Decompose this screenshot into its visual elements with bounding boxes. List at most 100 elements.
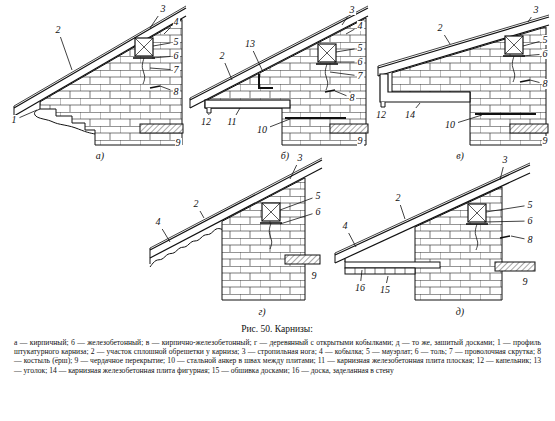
leader-lines [20,16,540,283]
callout-number: 3 [160,4,167,14]
wood-section [318,44,336,62]
leader-line [150,68,171,70]
drip [381,102,385,107]
rafter-line [335,165,530,255]
rafter-line [150,160,322,250]
leader-line [236,108,240,115]
mauerlat [468,204,486,222]
leader-line [152,56,171,58]
callout-number: 5 [357,43,364,53]
figure-title: Рис. 50. Карнизы: [241,324,313,334]
callout-number: 3 [502,155,509,165]
leader-line [150,16,158,28]
leader-line [458,115,482,123]
callout-number: 8 [349,93,356,103]
drip [207,108,211,113]
leader-line [336,49,355,52]
subfigure-letter: в) [455,151,465,161]
rafter-line [190,16,368,108]
board-sheathing [345,268,415,274]
callout-number: 8 [527,235,534,245]
rafter-line [14,6,186,106]
board-joint [365,268,366,274]
floor-slab [330,124,368,133]
subfigure-letter: б) [280,151,290,161]
callout-number: 5 [542,35,549,45]
rafter-end [335,253,336,263]
wood-section [505,36,523,54]
callout-number: 2 [193,199,200,209]
leader-line [208,114,209,115]
plaster-profile [34,109,95,134]
leader-line [500,167,503,180]
drawing-strokes [14,6,549,300]
spike [325,90,335,92]
steel-anchor [475,113,536,115]
callout-number: 7 [357,71,364,81]
callout-number: 3 [349,5,356,15]
board-joint [375,268,376,274]
callout-number: 1 [11,115,18,125]
floor-slab [510,124,548,133]
leader-line [346,29,355,34]
leader-line [444,35,450,44]
rafter-line [378,15,549,66]
rafter-line [335,173,530,263]
board-joint [405,268,406,274]
callout-number: 9 [357,136,364,146]
floor-slab [285,255,320,264]
leader-line [290,165,297,179]
rafter-end [378,66,379,76]
rafter-line [150,168,322,258]
rafter-tail [150,258,151,264]
callout-number: 14 [404,110,416,120]
callout-number: 6 [173,51,180,61]
leader-line [416,103,420,108]
flat-slab [205,100,290,108]
callout-number: 6 [357,57,364,67]
wire-twist [512,56,514,82]
wire-twist [475,224,477,250]
callout-number: 4 [357,21,364,31]
wood-section [262,203,280,221]
callout-number: 8 [542,79,549,89]
leader-line [164,28,171,35]
mauerlat [135,38,153,56]
rafter-line [190,8,368,100]
leader-line [280,214,313,224]
leader-line [528,17,531,22]
figured-slab [380,74,470,102]
leader-line [522,54,540,56]
wire-twist [269,223,271,249]
floor-slab [495,262,535,271]
leader-line [523,42,540,47]
leader-line [342,17,347,25]
leader-line [511,236,525,239]
callout-number: 8 [173,87,180,97]
subfigure-letter: д) [455,307,465,317]
leader-line [400,205,405,219]
callout-number: 15 [379,285,391,295]
wood-section [468,204,486,222]
fascia [344,258,345,262]
mauerlat [318,44,336,62]
spike [150,86,160,88]
figure-caption: а — кирпичный; б — железобетонный; в — к… [14,338,541,375]
leader-line [330,72,355,75]
callout-number: 3 [533,5,540,15]
brick-wall [40,19,182,145]
steel-angle [259,74,273,88]
callout-number: 12 [200,117,212,127]
callout-number: 9 [542,136,549,146]
leader-line [225,63,232,80]
callout-number: 9 [522,277,529,287]
callout-number: 5 [173,37,180,47]
leader-line [270,119,290,127]
callout-number: 4 [173,17,180,27]
callout-number: 12 [375,110,387,120]
rafter-line [378,25,549,76]
leader-line [200,211,204,218]
callout-number: 4 [342,221,349,231]
wire-twist [142,58,144,84]
